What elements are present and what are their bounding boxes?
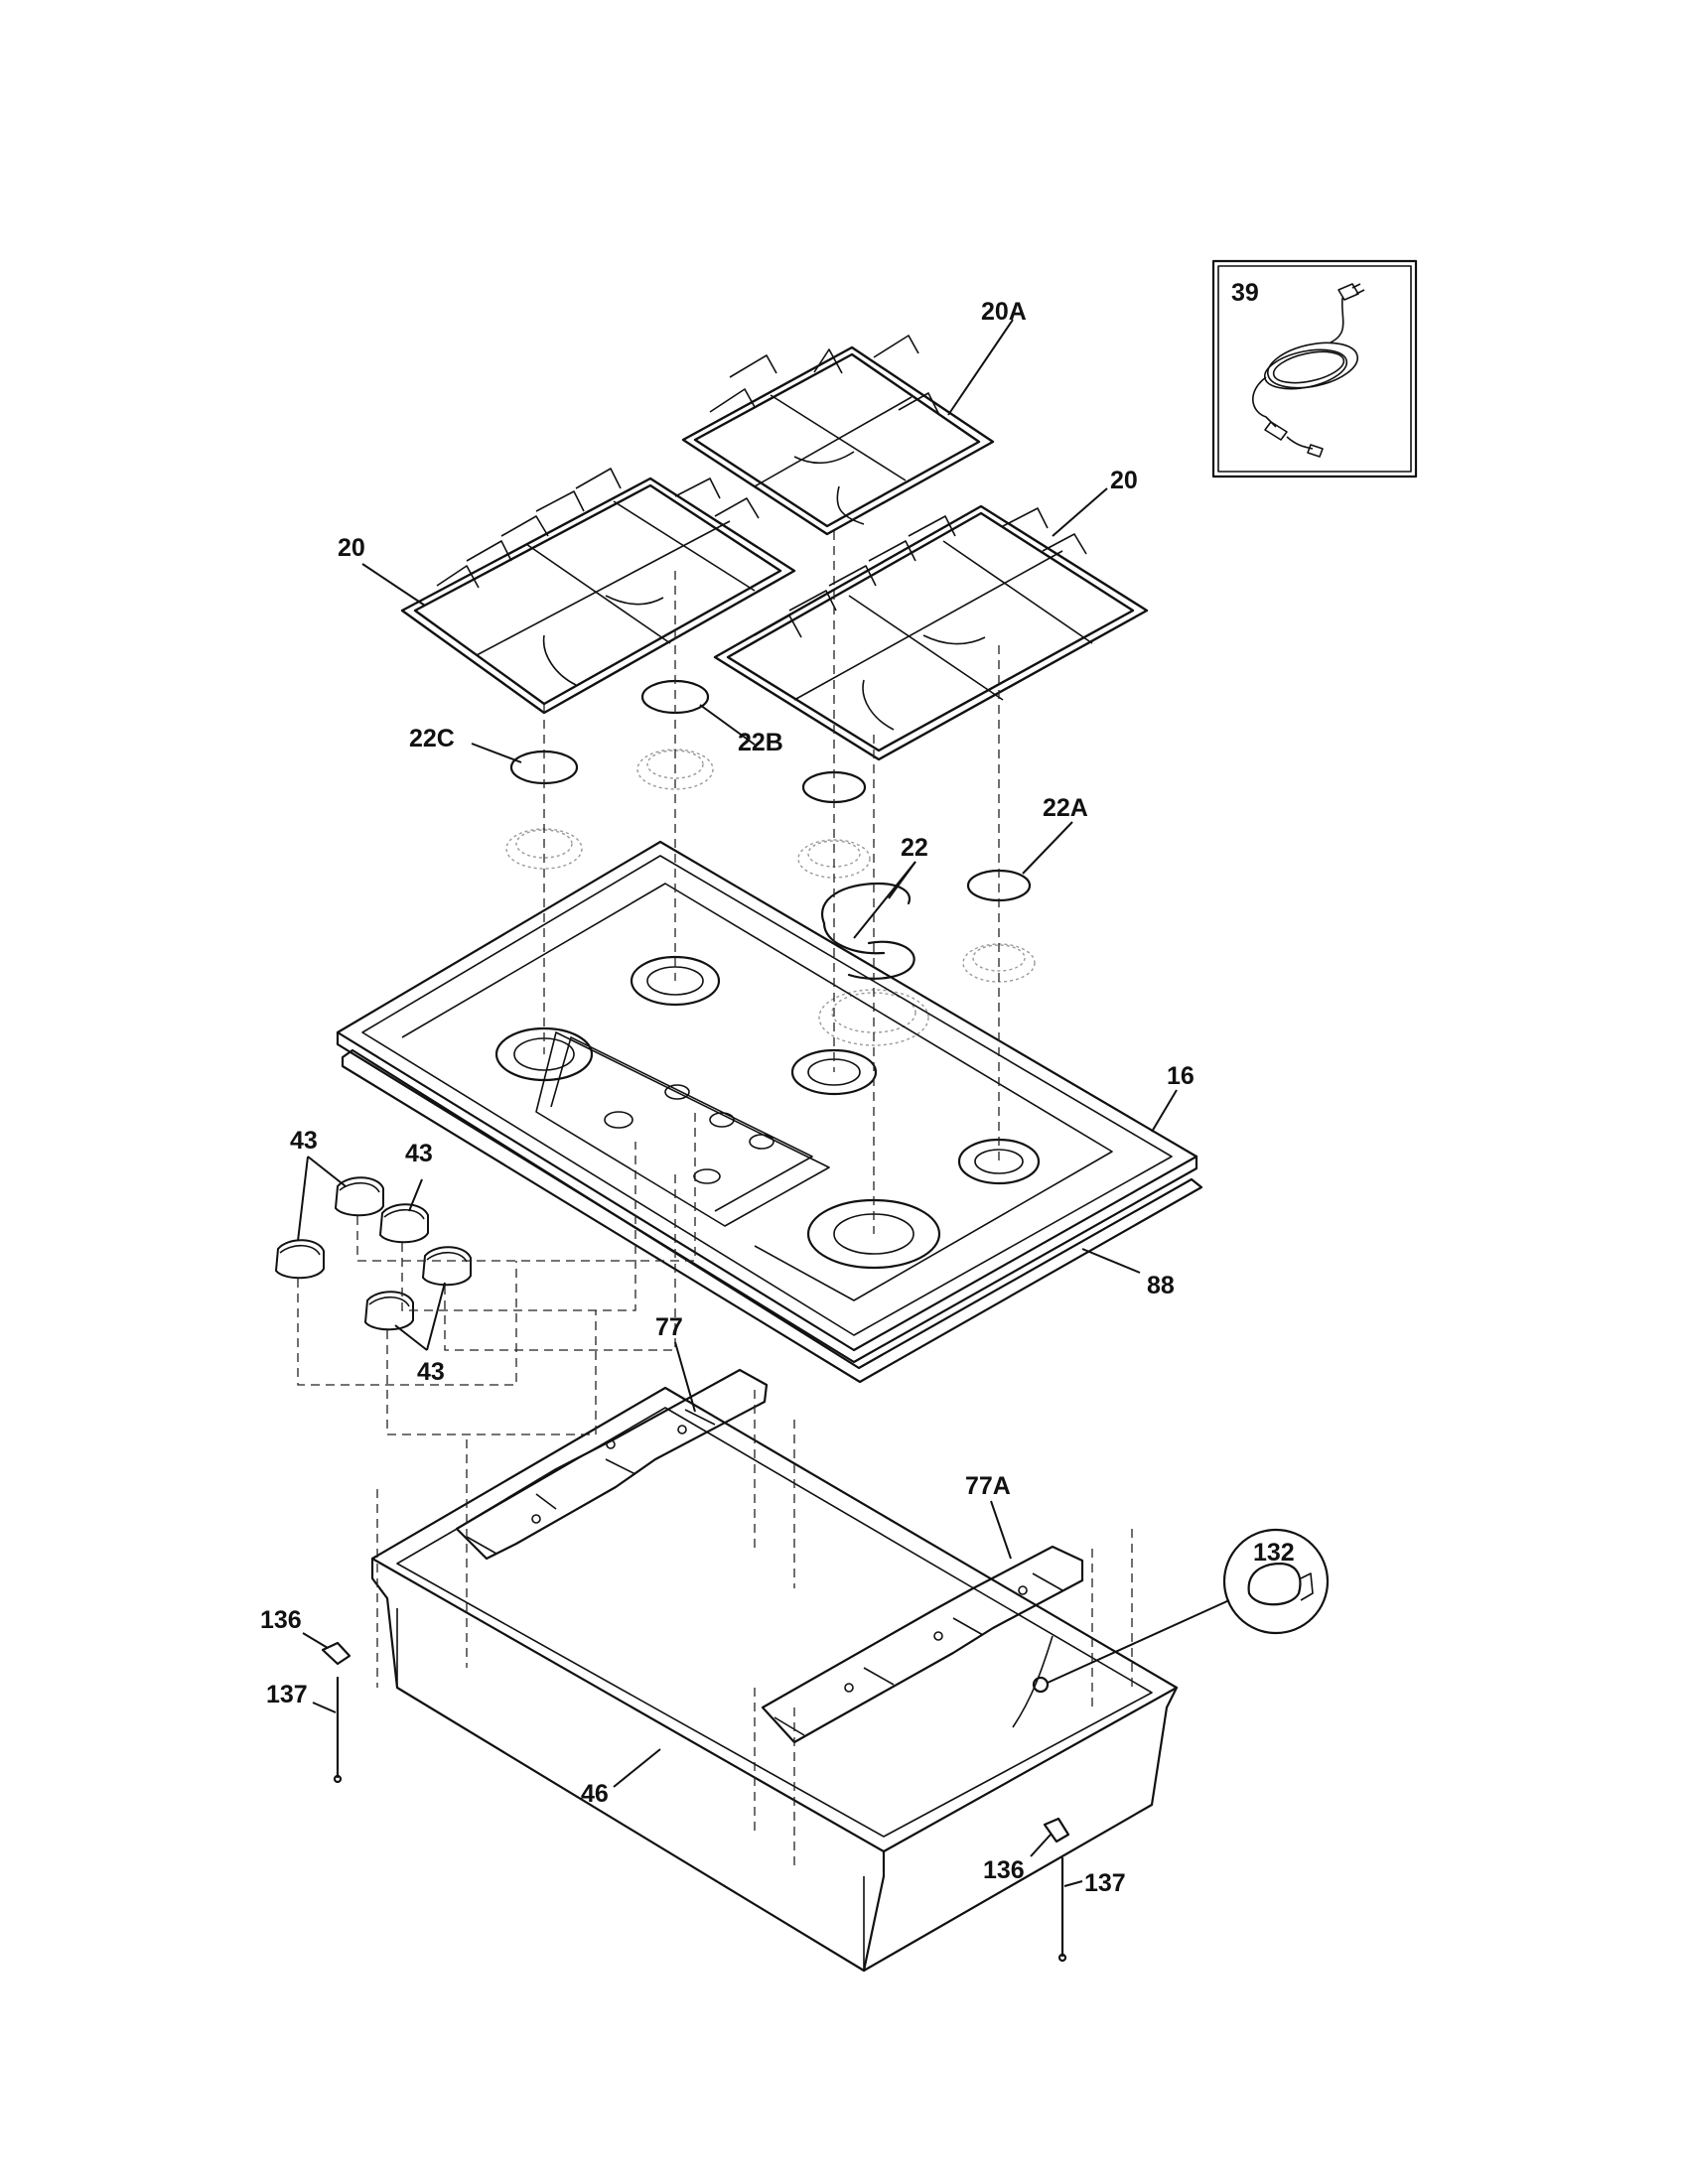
bracket-77a (761, 1545, 1084, 1744)
clip-screw-left (321, 1641, 352, 1784)
part-label-43-c: 43 (417, 1358, 445, 1386)
alignment-lines (297, 531, 1133, 1866)
part-label-43-b: 43 (405, 1140, 433, 1167)
part-label-39: 39 (1231, 279, 1259, 307)
part-label-137-left: 137 (266, 1681, 308, 1708)
part-label-20-left: 20 (338, 534, 365, 562)
part-label-77: 77 (655, 1313, 683, 1341)
part-label-136-right: 136 (983, 1856, 1025, 1884)
sensor-132 (1032, 1528, 1330, 1694)
leader-lines (297, 319, 1230, 1887)
part-label-46: 46 (581, 1780, 609, 1808)
part-label-136-left: 136 (260, 1606, 302, 1634)
part-label-137-right: 137 (1084, 1869, 1126, 1897)
part-label-22a: 22A (1043, 794, 1088, 822)
cooktop-16 (336, 840, 1198, 1364)
burner-heads (505, 749, 1036, 1046)
grate-20a (681, 335, 995, 536)
knobs-43 (274, 1176, 472, 1331)
part-label-16: 16 (1167, 1062, 1195, 1090)
power-cord-inset: 39 (1211, 259, 1418, 478)
bracket-77 (455, 1368, 769, 1561)
grate-20-right (713, 504, 1149, 761)
power-cord-icon (1252, 283, 1365, 458)
part-label-132: 132 (1253, 1539, 1295, 1567)
grate-20-left (400, 468, 796, 715)
part-label-20a: 20A (981, 298, 1027, 326)
clip-screw-right (1043, 1817, 1070, 1963)
gasket-88 (341, 1048, 1203, 1384)
base-pan-46 (370, 1386, 1179, 1973)
part-label-22c: 22C (409, 725, 455, 752)
part-label-22: 22 (901, 834, 928, 862)
sensor-icon (1247, 1562, 1314, 1606)
part-labels: 20A 20 20 22C 22B 22A 22 16 88 43 43 43 … (260, 298, 1295, 1897)
ring-22 (821, 882, 915, 980)
part-label-20-right: 20 (1110, 467, 1138, 494)
part-label-22b: 22B (738, 729, 783, 756)
part-label-88: 88 (1147, 1272, 1175, 1299)
part-label-77a: 77A (965, 1472, 1011, 1500)
part-label-43-a: 43 (290, 1127, 318, 1155)
